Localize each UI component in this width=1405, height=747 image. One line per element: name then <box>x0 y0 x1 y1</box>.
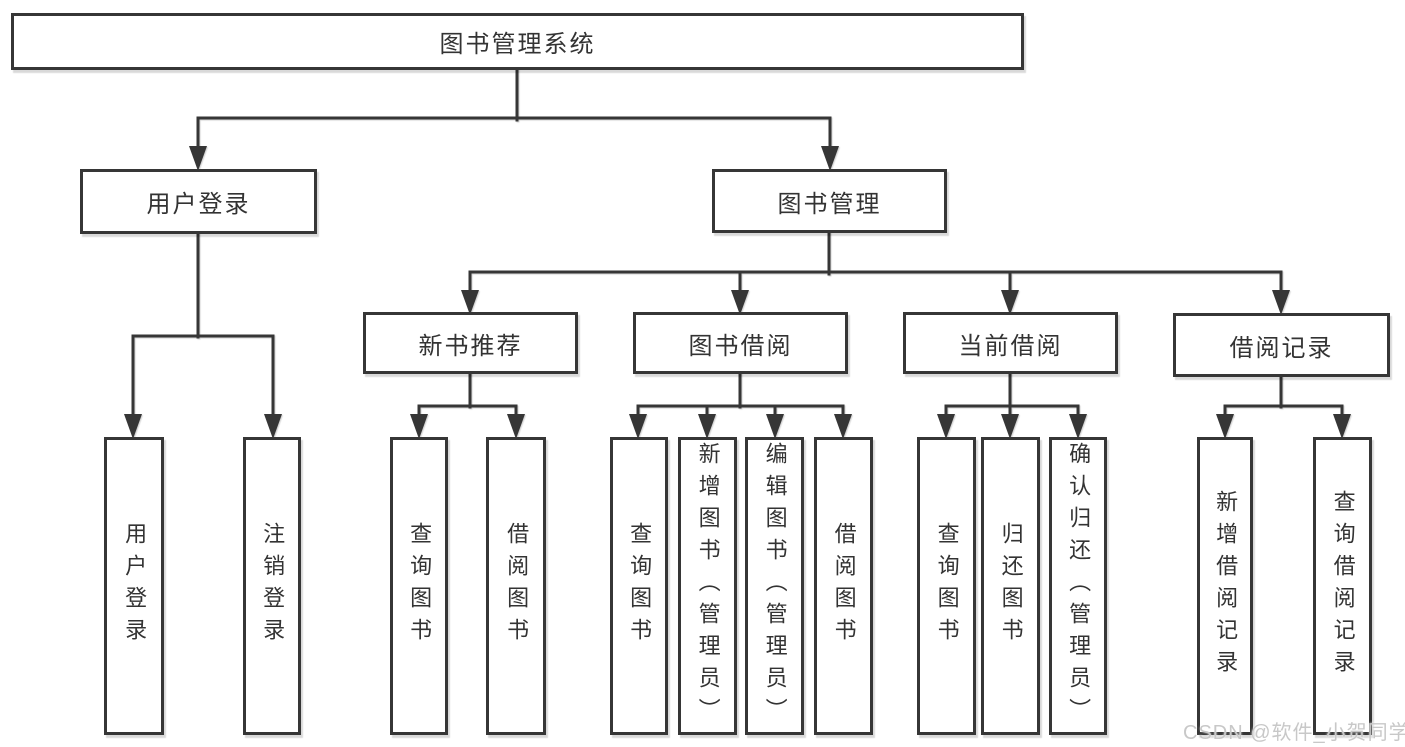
node-book-management: 图书管理 <box>712 169 947 233</box>
leaf-cb-return-books: 归还图书 <box>981 437 1040 735</box>
node-new-book-recommend: 新书推荐 <box>363 312 578 374</box>
leaf-bb-add-books-admin: 新增图书（管理员） <box>678 437 737 735</box>
node-label: 注销登录 <box>260 522 286 650</box>
node-label: 确认归还（管理员） <box>1066 442 1092 730</box>
node-borrowing-records: 借阅记录 <box>1173 313 1390 377</box>
leaf-nb-borrow-books: 借阅图书 <box>486 437 546 735</box>
node-label: 查询图书 <box>407 522 433 650</box>
node-label: 用户登录 <box>146 191 251 218</box>
watermark: CSDN @软件_小贺同学 <box>1183 716 1405 745</box>
leaf-cb-query-books: 查询图书 <box>917 437 976 735</box>
leaf-cb-confirm-return-admin: 确认归还（管理员） <box>1049 437 1107 735</box>
node-label: 新书推荐 <box>418 332 523 360</box>
node-label: 用户登录 <box>122 522 148 650</box>
node-label: 查询借阅记录 <box>1330 490 1356 682</box>
node-label: 查询图书 <box>934 522 960 650</box>
node-label: 借阅记录 <box>1229 334 1334 362</box>
leaf-bb-query-books: 查询图书 <box>610 437 668 735</box>
watermark-text: CSDN @软件_小贺同学 <box>1183 722 1405 744</box>
leaf-br-query-record: 查询借阅记录 <box>1313 437 1372 735</box>
node-user-login: 用户登录 <box>80 169 317 234</box>
node-label: 新增借阅记录 <box>1213 490 1239 682</box>
leaf-bb-borrow-books: 借阅图书 <box>814 437 873 735</box>
node-label: 借阅图书 <box>831 522 857 650</box>
node-library-management-system: 图书管理系统 <box>11 13 1024 70</box>
node-book-borrowing: 图书借阅 <box>633 312 848 374</box>
node-label: 查询图书 <box>627 522 653 650</box>
leaf-nb-query-books: 查询图书 <box>390 437 448 735</box>
node-current-borrowing: 当前借阅 <box>903 312 1118 374</box>
leaf-bb-edit-books-admin: 编辑图书（管理员） <box>745 437 804 735</box>
node-label: 当前借阅 <box>958 332 1063 360</box>
leaf-user-login: 用户登录 <box>104 437 164 735</box>
arrowheads <box>124 146 1351 439</box>
node-label: 归还图书 <box>998 522 1024 650</box>
node-label: 新增图书（管理员） <box>695 442 721 730</box>
node-label: 借阅图书 <box>504 522 530 650</box>
node-label: 图书管理系统 <box>439 31 596 58</box>
leaf-logout: 注销登录 <box>243 437 301 735</box>
node-label: 图书借阅 <box>688 332 793 360</box>
node-label: 图书管理 <box>777 190 882 218</box>
node-label: 编辑图书（管理员） <box>762 442 788 730</box>
leaf-br-add-record: 新增借阅记录 <box>1197 437 1253 735</box>
